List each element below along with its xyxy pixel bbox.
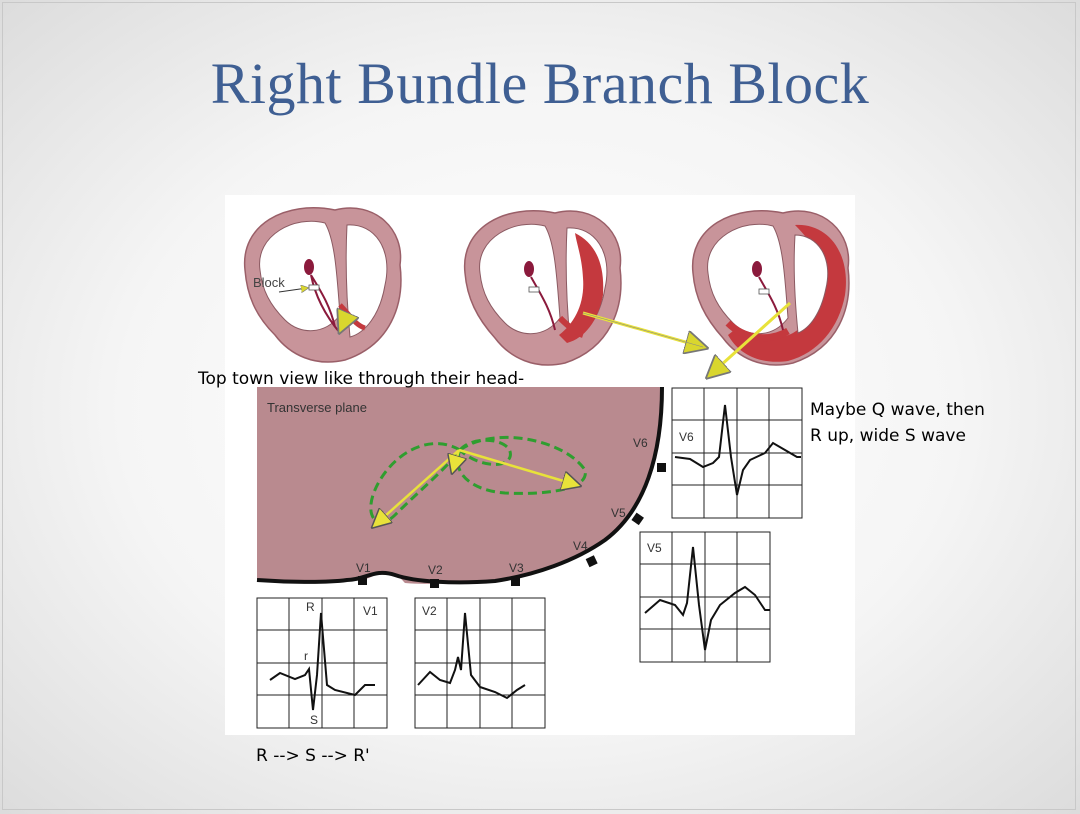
ecg-v2-label: V2	[422, 604, 437, 618]
lead-label-v4: V4	[573, 539, 588, 553]
block-pointer-arrow	[278, 288, 307, 292]
ecg-v1: V1 R r S	[256, 597, 388, 729]
vector-arrow-septal	[453, 449, 459, 470]
ecg-v1-r-label: r	[304, 649, 308, 663]
lead-label-v5: V5	[611, 506, 626, 520]
ecg-v1-label: V1	[363, 604, 378, 618]
heart-stage-1: Block	[243, 207, 402, 363]
lead-label-v3: V3	[509, 561, 524, 575]
rbbb-figure: Block Transverse plane	[225, 195, 855, 735]
block-label: Block	[253, 275, 285, 290]
ecg-v1-S-label: S	[310, 713, 318, 727]
ecg-v5-label: V5	[647, 541, 662, 555]
ecg-v6-label: V6	[679, 430, 694, 444]
v1-pattern-note: R --> S --> R'	[256, 746, 370, 766]
transverse-plane: Transverse plane V1 V2 V3 V4 V5 V6	[256, 386, 666, 588]
ecg-v5: V5	[639, 531, 771, 663]
plane-label: Transverse plane	[267, 400, 367, 415]
lead-label-v1: V1	[356, 561, 371, 575]
vector-arrow-rightward	[458, 448, 577, 485]
ecg-v2: V2	[414, 597, 546, 729]
v6-note-line-2: R up, wide S wave	[810, 426, 966, 446]
arrow-to-v6-2	[710, 301, 792, 375]
ecg-v6: V6	[671, 387, 803, 519]
lead-label-v6: V6	[633, 436, 648, 450]
slide-title: Right Bundle Branch Block	[210, 51, 870, 116]
lead-label-v2: V2	[428, 563, 443, 577]
rbbb-diagram: Block Transverse plane	[243, 207, 850, 729]
heart-stage-3	[691, 210, 850, 366]
heart-stage-2	[463, 210, 622, 366]
ecg-v1-R-label: R	[306, 600, 315, 614]
activation-arrow-1	[341, 313, 348, 329]
v6-interpretation-note: Maybe Q wave, then R up, wide S wave	[810, 397, 1030, 449]
vector-arrow-leftward	[375, 449, 460, 525]
v6-note-line-1: Maybe Q wave, then	[810, 400, 985, 420]
top-view-note: Top town view like through their head-	[198, 369, 525, 389]
